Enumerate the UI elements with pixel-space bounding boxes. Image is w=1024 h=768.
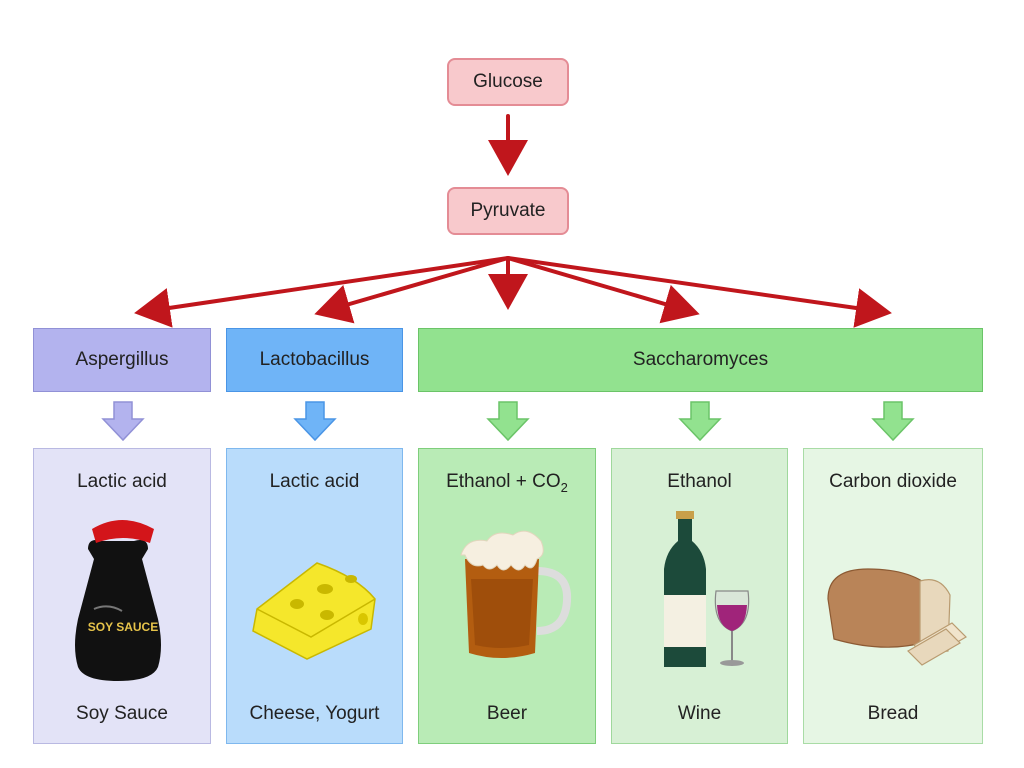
saccharomyces-label: Saccharomyces <box>632 349 769 370</box>
aspergillus-box: Aspergillus <box>33 328 211 392</box>
soy-sauce-bottle-icon: SOY SAUCE <box>75 520 161 681</box>
product-panel-beer: Ethanol + CO2 Beer <box>418 448 596 744</box>
food-label: Beer <box>486 703 528 724</box>
product-panel-cheese: Lactic acid Cheese, Yogurt <box>226 448 403 744</box>
substance-subscript: 2 <box>560 479 568 495</box>
cheese-icon <box>252 562 376 660</box>
wine-bottle-glass-icon <box>664 511 750 667</box>
saccharomyces-box: Saccharomyces <box>418 328 983 392</box>
food-label: Wine <box>677 703 722 724</box>
glucose-label: Glucose <box>473 71 543 92</box>
arrow-to-wine <box>506 256 700 324</box>
down-arrow-wine <box>678 401 722 442</box>
substance-label: Lactic acid <box>269 471 360 492</box>
substance-text: Ethanol + CO <box>446 471 561 492</box>
substance-label: Lactic acid <box>77 471 167 492</box>
down-arrow-lactobacillus <box>293 401 337 442</box>
down-arrow-beer <box>486 401 530 442</box>
down-arrow-bread <box>871 401 915 442</box>
glucose-node: Glucose <box>447 58 569 106</box>
food-label: Bread <box>867 703 919 724</box>
lactobacillus-box: Lactobacillus <box>226 328 403 392</box>
aspergillus-label: Aspergillus <box>75 349 169 370</box>
food-label: Soy Sauce <box>76 703 168 724</box>
arrow-to-lactobacillus <box>314 256 510 324</box>
pyruvate-node: Pyruvate <box>447 187 569 235</box>
beer-mug-icon <box>460 530 572 658</box>
pyruvate-label: Pyruvate <box>470 200 546 221</box>
food-label: Cheese, Yogurt <box>249 703 380 724</box>
arrow-to-bread <box>506 256 892 328</box>
substance-label: Carbon dioxide <box>829 471 957 492</box>
soy-label-1: SOY SAUCE <box>88 620 158 634</box>
lactobacillus-label: Lactobacillus <box>259 349 370 370</box>
product-panel-soy-sauce: Lactic acid SOY SAUCE Soy Sauce <box>33 448 211 744</box>
bread-loaf-icon <box>827 568 967 666</box>
down-arrow-aspergillus <box>101 401 145 442</box>
product-panel-wine: Ethanol Wine <box>611 448 788 744</box>
substance-label: Ethanol + CO2 <box>419 471 595 495</box>
substance-label: Ethanol <box>667 471 732 492</box>
product-panel-bread: Carbon dioxide Bread <box>803 448 983 744</box>
